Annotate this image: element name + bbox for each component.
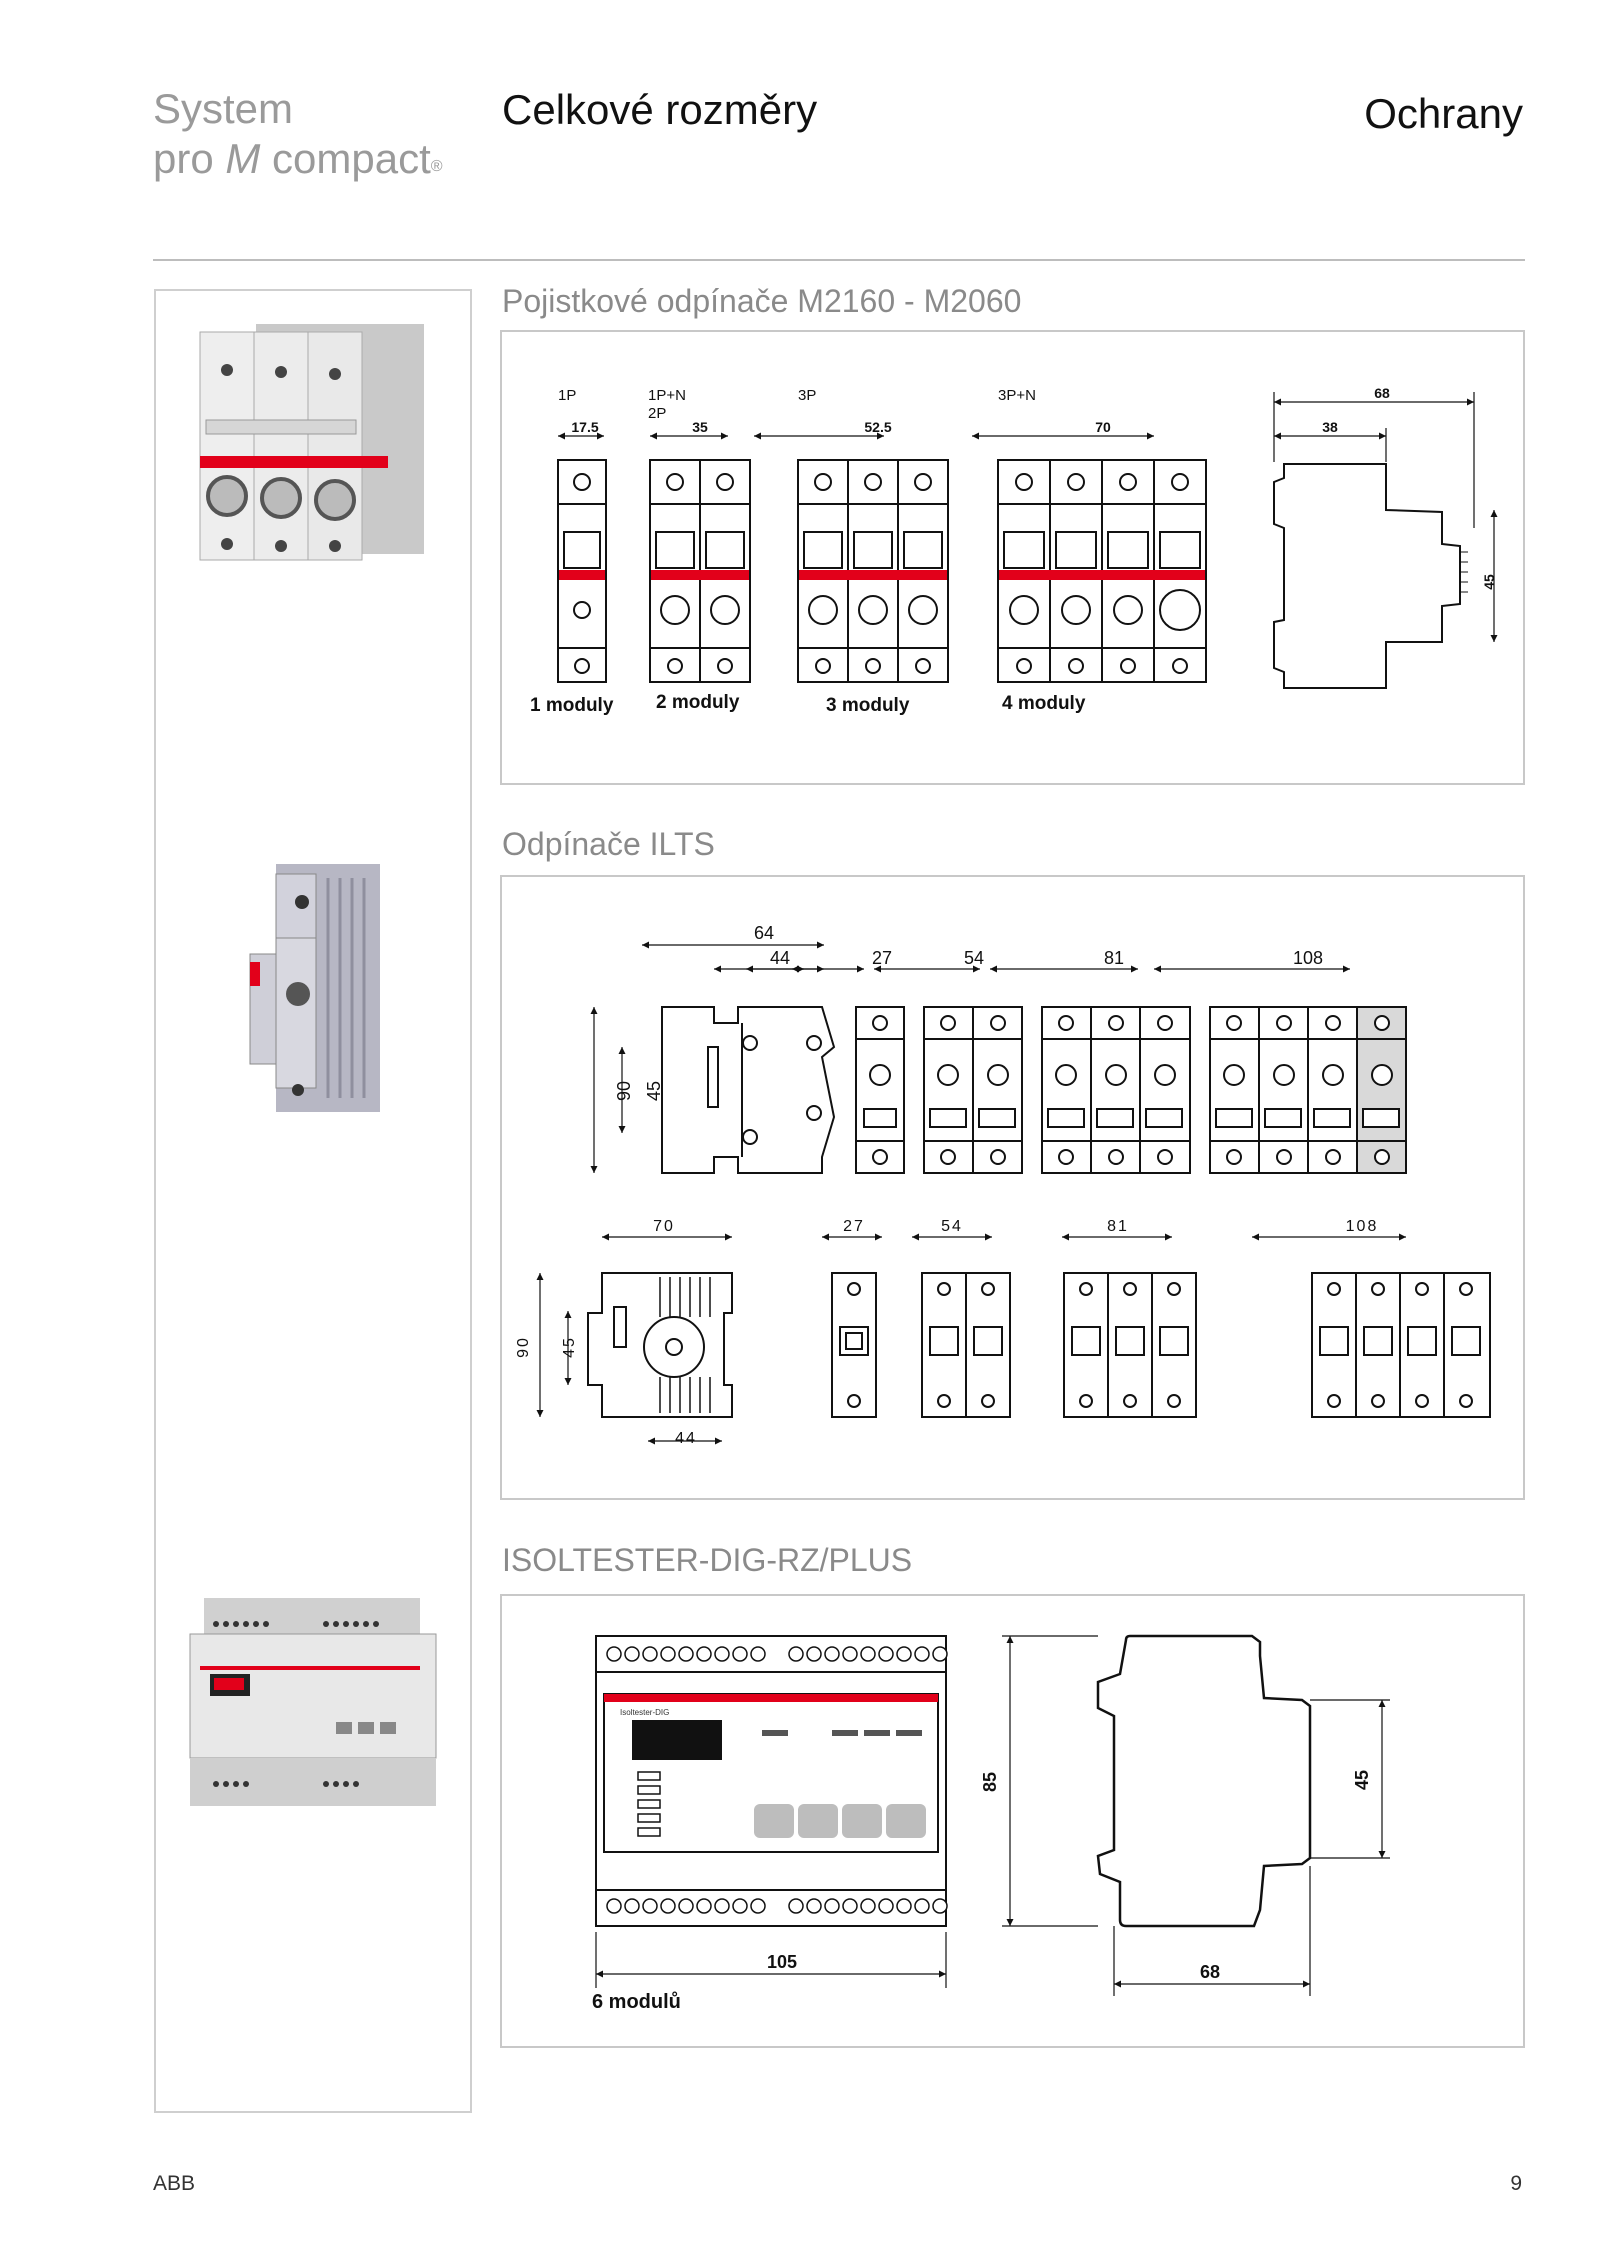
label-4-moduly: 4 moduly [1002,693,1086,714]
ilts-front-3-pole [1041,1006,1191,1174]
ilts-dim-64: 64 [754,923,774,943]
type-1p: 1P [558,387,576,404]
ilts-b-front-1 [831,1272,877,1418]
section-title-isoltester: ISOLTESTER-DIG-RZ/PLUS [502,1542,913,1578]
isoltester-device-label: Isoltester-DIG [620,1708,669,1717]
isoltester-photo [189,1598,437,1806]
fuse-switch-dimension-drawing: 1P 1P+N 2P 3P 3P+N 17.5 35 52.5 70 [530,385,1498,716]
isoltester-buttons [754,1804,926,1838]
ilts-b-dim-70: 70 [653,1218,675,1235]
ilts-photo [249,864,380,1112]
side-dim-68: 68 [1374,385,1390,401]
label-6-modulu: 6 modulů [592,1991,681,2013]
iso-dim-45: 45 [1352,1770,1372,1790]
type-3p: 3P [798,387,816,404]
section-title-fuse-switches: Pojistkové odpínače M2160 - M2060 [502,283,1022,319]
type-3pn: 3P+N [998,387,1036,404]
ilts-b-front-4 [1311,1272,1491,1418]
ilts-b-front-2 [921,1272,1011,1418]
side-dim-38: 38 [1322,419,1338,435]
ilts-b-dim-81: 81 [1107,1218,1129,1235]
ilts-dim-44: 44 [770,948,790,968]
ilts-front-1-pole [855,1006,905,1174]
ilts-b-front-3 [1063,1272,1197,1418]
page-number: 9 [1510,2172,1522,2195]
ilts-b-dim-90: 90 [515,1336,532,1358]
ilts-side-view-bottom [587,1272,733,1418]
page-title: Celkové rozměry [502,86,818,133]
panel-ilts: 64 44 27 54 81 108 90 45 [500,875,1525,1500]
isoltester-display [632,1720,722,1760]
brand-pro-m-compact: pro M compact® [153,135,443,182]
product-photo-column [154,289,472,2113]
ilts-front-2-pole [923,1006,1023,1174]
ilts-b-dim-108: 108 [1346,1218,1379,1235]
ilts-dim-54: 54 [964,948,984,968]
section-title-ilts: Odpínače ILTS [502,826,715,862]
iso-dim-85: 85 [980,1772,1000,1792]
ilts-dim-90: 90 [614,1081,634,1101]
label-2-moduly: 2 moduly [656,692,740,713]
isoltester-red-band [604,1694,938,1702]
width-35: 35 [692,419,708,435]
width-70: 70 [1095,419,1111,435]
panel-fuse-switches: 1P 1P+N 2P 3P 3P+N 17.5 35 52.5 70 [500,330,1525,785]
ilts-b-dim-54: 54 [941,1218,963,1235]
fuse-switch-photo [199,324,424,561]
footer-brand: ABB [153,2172,196,2195]
ilts-front-4-pole [1209,1006,1407,1174]
ilts-side-view-top [661,1006,836,1174]
ilts-b-dim-27: 27 [843,1218,865,1235]
ilts-dim-45: 45 [644,1081,664,1101]
label-1-moduly: 1 moduly [530,695,614,716]
isoltester-dimension-drawing: Isoltester-DIG 105 85 45 68 6 modulů [592,1634,1390,2013]
type-2p: 2P [648,405,666,422]
isoltester-top-terminals [606,1646,948,1662]
ilts-b-dim-44: 44 [675,1430,697,1447]
isoltester-front-view [595,1635,947,1927]
fuse-switch-side-view [1273,463,1461,689]
header-rule [153,259,1525,261]
section-name: Ochrany [1364,90,1523,137]
ilts-dim-27: 27 [872,948,892,968]
ilts-b-dim-45: 45 [561,1336,578,1358]
side-dim-45: 45 [1481,574,1497,590]
ilts-dim-108: 108 [1293,948,1323,968]
width-52-5: 52.5 [864,419,891,435]
isoltester-side-view [1096,1634,1312,1928]
isoltester-bottom-terminals [606,1898,948,1914]
ilts-dim-81: 81 [1104,948,1124,968]
iso-dim-68: 68 [1200,1962,1220,1982]
iso-dim-105: 105 [767,1952,797,1972]
label-3-moduly: 3 moduly [826,695,910,716]
panel-isoltester: Isoltester-DIG 105 85 45 68 6 modulů [500,1594,1525,2048]
ilts-dimension-drawing: 64 44 27 54 81 108 90 45 [515,923,1491,1447]
type-1pn: 1P+N [648,387,686,404]
brand-system: System [153,85,294,132]
width-17-5: 17.5 [571,419,598,435]
